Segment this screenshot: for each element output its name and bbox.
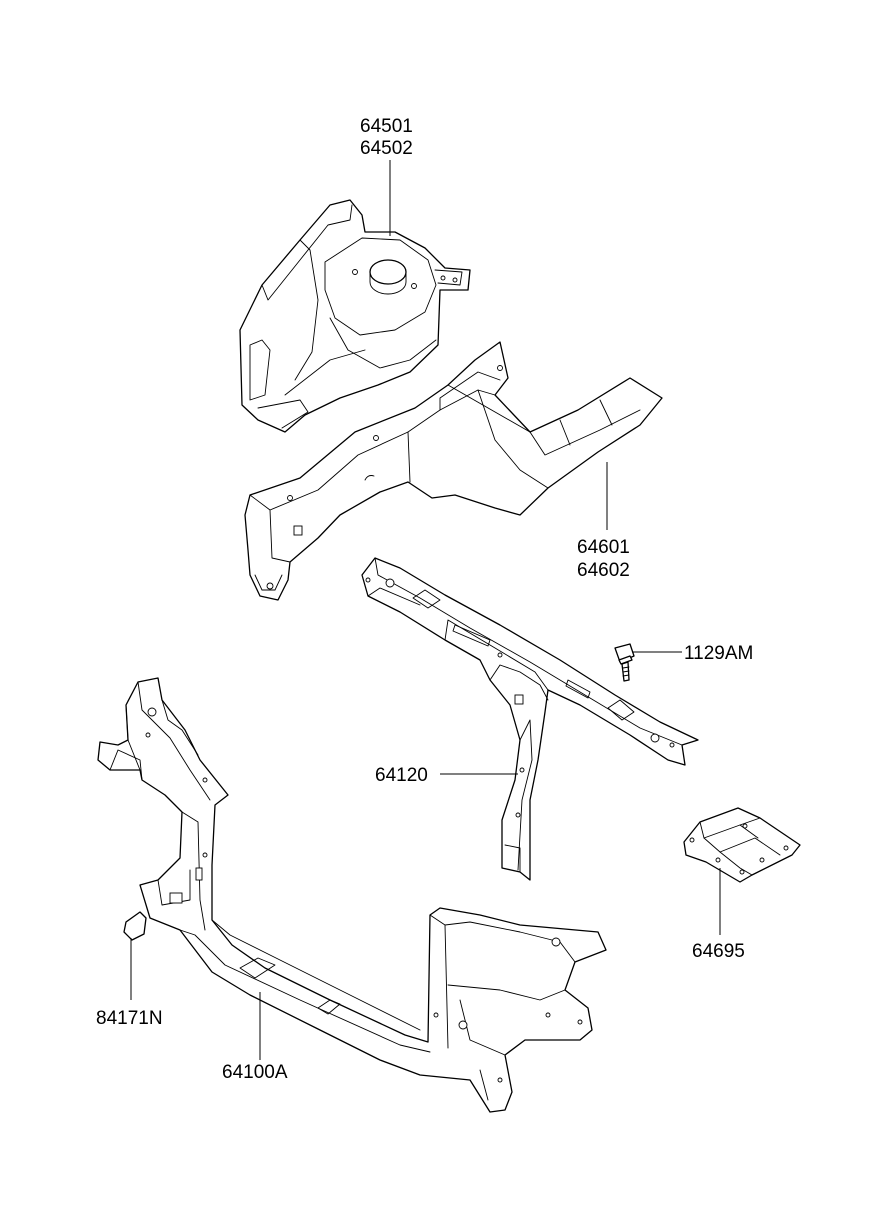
part-number-label: 64120 [375,765,428,786]
plug [123,911,147,941]
part-number-label: 84171N [96,1008,163,1029]
callout-64501-64502: 64501 64502 [360,116,413,159]
bracket [683,807,801,883]
carrier-assembly [97,677,607,1113]
callout-84171n: 84171N [96,1008,163,1029]
part-number-label: 64602 [577,560,630,581]
callout-64120: 64120 [375,765,428,786]
callout-1129am: 1129AM [684,643,753,664]
leader-lines [130,160,721,1060]
part-number-label: 64501 [360,116,413,137]
front-side-member [244,341,663,601]
callout-64100a: 64100A [222,1062,288,1083]
part-number-label: 64601 [577,537,630,558]
part-number-label: 1129AM [684,643,753,664]
upper-crossmember [361,557,699,881]
callout-64601-64602: 64601 64602 [577,537,630,581]
flange-bolt [614,643,635,682]
fender-apron-panel [239,199,471,433]
part-number-label: 64100A [222,1062,288,1083]
part-number-label: 64695 [692,941,745,962]
callout-64695: 64695 [692,941,745,962]
part-number-label: 64502 [360,138,413,159]
